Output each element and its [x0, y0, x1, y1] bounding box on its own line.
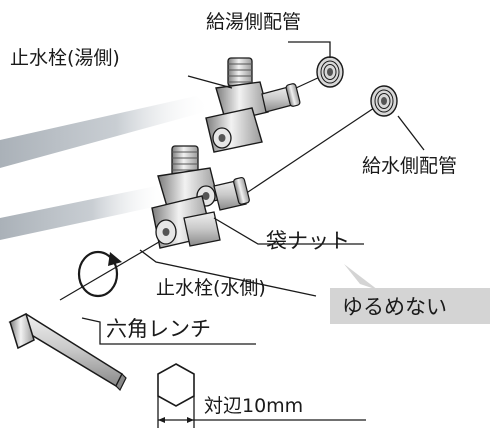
- leader-lines: [81, 41, 425, 421]
- bag-nut-label: 袋ナット: [266, 229, 350, 253]
- do-not-loosen-label: ゆるめない: [342, 295, 447, 319]
- light-beams: [0, 96, 212, 240]
- across-flats-label: 対辺10mm: [204, 395, 303, 417]
- hot-pipe-fitting: [316, 56, 344, 88]
- hot-valve-label: 止水栓(湯側): [10, 47, 120, 69]
- cold-shutoff-valve: [151, 145, 250, 249]
- cold-valve-label: 止水栓(水側): [156, 277, 266, 299]
- do-not-loosen-callout: [330, 264, 490, 324]
- cold-pipe-fitting: [370, 85, 398, 117]
- hot-shutoff-valve: [205, 57, 301, 153]
- cold-pipe-label: 給水側配管: [362, 155, 457, 177]
- hexagon-size-icon: [157, 363, 195, 428]
- upper-beam: [0, 96, 212, 168]
- lower-beam: [0, 186, 168, 240]
- hex-wrench: [8, 312, 127, 392]
- rotation-arrow-icon: [77, 250, 122, 298]
- hex-wrench-label: 六角レンチ: [106, 317, 211, 341]
- hot-pipe-label: 給湯側配管: [206, 11, 301, 33]
